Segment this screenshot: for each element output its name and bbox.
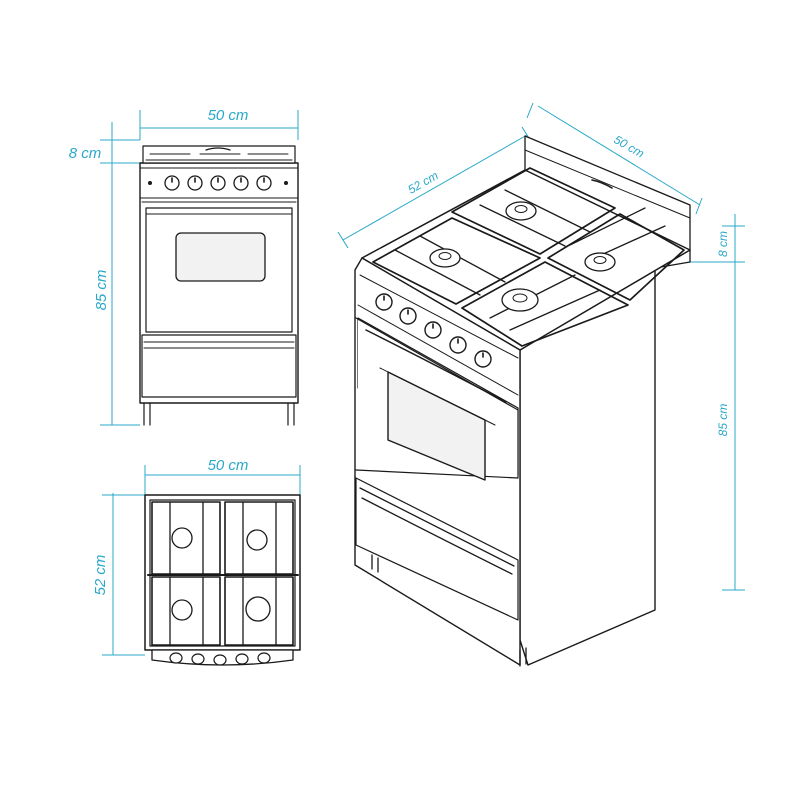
knob-icon [474, 350, 492, 368]
front-height-dimension: 8 cm 85 cm [69, 122, 140, 426]
knob-icon [191, 653, 205, 665]
perspective-view: 50 cm 52 cm 8 cm 85 cm [337, 102, 745, 667]
knob-icon [424, 321, 442, 339]
front-view: 50 cm 8 cm 85 cm [69, 107, 299, 426]
knob-icon [257, 652, 271, 664]
perspective-feet [371, 554, 527, 667]
burner-icon [505, 201, 537, 221]
front-oven-window [175, 232, 266, 282]
front-control-panel [139, 167, 299, 199]
knob-icon [164, 175, 180, 191]
perspective-width-label: 50 cm [611, 132, 646, 160]
perspective-drawer [355, 477, 519, 621]
burner-icon [171, 599, 193, 621]
knob-icon [233, 175, 249, 191]
front-knobs [148, 175, 288, 191]
top-cooktop [144, 494, 301, 651]
knob-icon [187, 175, 203, 191]
knob-icon [256, 175, 272, 191]
top-knobs [169, 652, 271, 666]
top-width-label: 50 cm [208, 457, 249, 474]
perspective-depth-label: 52 cm [405, 168, 440, 196]
knob-icon [213, 654, 227, 666]
burner-icon [246, 529, 268, 551]
front-backguard-label: 8 cm [69, 145, 102, 162]
knob-icon [169, 652, 183, 664]
perspective-oven-door [355, 317, 519, 479]
top-view: 50 cm 52 cm [92, 457, 301, 666]
burner-icon [245, 596, 271, 622]
burner-icon [501, 288, 539, 312]
burner-icon [171, 527, 193, 549]
knob-icon [449, 336, 467, 354]
front-width-dimension: 50 cm [139, 107, 299, 140]
front-width-label: 50 cm [208, 107, 249, 124]
burner-icon [429, 248, 461, 268]
perspective-knobs [375, 293, 492, 368]
perspective-burners [429, 201, 616, 312]
knob-icon [399, 307, 417, 325]
front-drawer [141, 334, 297, 398]
front-height-label: 85 cm [93, 270, 110, 311]
top-grates [147, 501, 299, 646]
burner-icon [584, 252, 616, 272]
top-width-dimension: 50 cm [144, 457, 301, 500]
knob-icon [375, 293, 393, 311]
perspective-height-dimension: 8 cm 85 cm [690, 214, 745, 591]
top-depth-dimension: 52 cm [92, 493, 145, 656]
front-feet [143, 402, 295, 426]
top-burners [171, 527, 271, 622]
perspective-height-label: 85 cm [716, 404, 730, 437]
knob-icon [210, 175, 226, 191]
top-depth-label: 52 cm [92, 555, 109, 596]
knob-icon [235, 653, 249, 665]
perspective-backguard-label: 8 cm [716, 231, 730, 257]
